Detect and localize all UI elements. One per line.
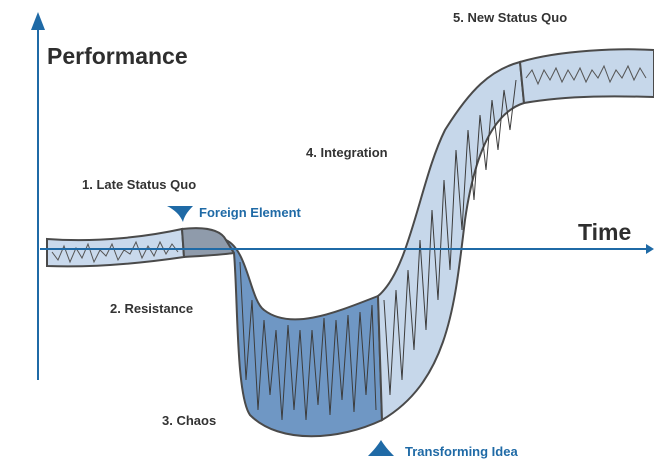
y-axis-arrow-icon: [31, 12, 45, 30]
foreign-element-label: Foreign Element: [199, 205, 302, 220]
stage-label-resistance: 2. Resistance: [110, 301, 193, 316]
foreign-element-marker-icon: [167, 206, 193, 222]
transforming-idea-marker-icon: [368, 440, 394, 456]
x-axis-arrow-icon: [646, 244, 654, 254]
squiggle-integration: [383, 79, 517, 396]
transforming-idea-label: Transforming Idea: [405, 444, 518, 459]
stage-label-new-status-quo: 5. New Status Quo: [453, 10, 567, 25]
band-new-status-quo: [518, 48, 654, 105]
stage-label-integration: 4. Integration: [306, 145, 388, 160]
band-late-status-quo: [46, 227, 186, 268]
stage-label-late-status-quo: 1. Late Status Quo: [82, 177, 196, 192]
squiggle-new-status-quo: [525, 64, 647, 86]
band-resistance: [180, 227, 236, 259]
x-axis-title: Time: [578, 219, 631, 245]
squiggle-chaos: [239, 261, 377, 421]
y-axis-title: Performance: [47, 43, 188, 69]
stage-label-chaos: 3. Chaos: [162, 413, 216, 428]
